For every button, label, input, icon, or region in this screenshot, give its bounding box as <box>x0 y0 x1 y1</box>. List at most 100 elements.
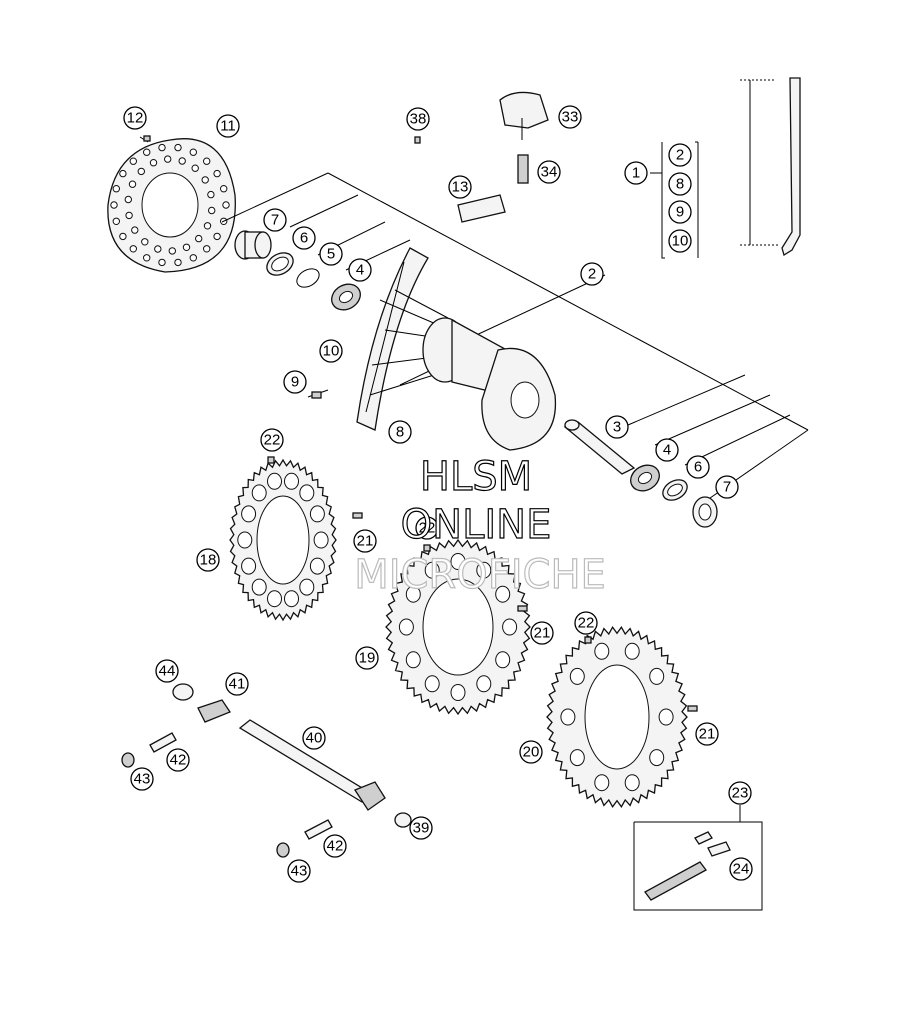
svg-text:4: 4 <box>663 442 671 459</box>
watermark-line-1: HLSM <box>420 454 532 500</box>
callout-4-right: 4 <box>655 438 679 462</box>
svg-text:7: 7 <box>271 212 279 229</box>
callout-21-a: 21 <box>353 529 377 553</box>
callout-8-set: 8 <box>668 172 692 196</box>
sprocket-18-part <box>229 458 337 622</box>
callout-24: 24 <box>729 857 753 881</box>
svg-text:21: 21 <box>357 533 374 550</box>
svg-text:42: 42 <box>327 838 344 855</box>
svg-text:41: 41 <box>229 676 246 693</box>
svg-text:2: 2 <box>588 266 596 283</box>
svg-text:8: 8 <box>676 176 684 193</box>
callout-22-b: 22 <box>415 516 439 540</box>
chain-adjuster-part <box>172 683 231 723</box>
svg-text:44: 44 <box>159 663 176 680</box>
callout-22-a: 22 <box>260 428 284 452</box>
svg-text:38: 38 <box>410 111 427 128</box>
svg-text:1: 1 <box>632 165 640 182</box>
assembly-lines <box>221 172 809 506</box>
left-circlip-part <box>296 268 320 288</box>
svg-text:18: 18 <box>200 552 217 569</box>
left-spacer-part <box>234 230 272 260</box>
rim-part <box>356 247 429 431</box>
callout-41: 41 <box>225 672 249 696</box>
svg-text:42: 42 <box>170 752 187 769</box>
sprocket-bolts-part <box>267 456 698 712</box>
svg-text:6: 6 <box>694 459 702 476</box>
svg-text:39: 39 <box>413 820 430 837</box>
callout-19: 19 <box>355 646 379 670</box>
svg-text:4: 4 <box>356 262 364 279</box>
callout-8-spoke: 8 <box>388 420 412 444</box>
watermark: HLSM ONLINE MICROFICHE <box>354 453 607 598</box>
svg-text:33: 33 <box>562 109 579 126</box>
callout-2-hub: 2 <box>580 262 604 286</box>
callout-38: 38 <box>406 107 430 131</box>
callout-42-b: 42 <box>323 834 347 858</box>
watermark-line-2: ONLINE <box>401 502 552 548</box>
left-bearing-part <box>331 283 361 311</box>
svg-text:19: 19 <box>359 650 376 667</box>
svg-text:22: 22 <box>419 520 436 537</box>
callout-1: 1 <box>624 161 648 185</box>
callout-34: 34 <box>537 160 561 184</box>
callout-43-a: 43 <box>130 767 154 791</box>
callout-22-c: 22 <box>574 611 598 635</box>
valve-cap-part <box>414 91 549 184</box>
callout-18: 18 <box>196 548 220 572</box>
svg-text:21: 21 <box>534 625 551 642</box>
svg-text:10: 10 <box>323 343 340 360</box>
axle-part <box>238 719 412 828</box>
callout-9-nipple: 9 <box>283 370 307 394</box>
adjuster-springs-part <box>121 732 333 858</box>
callout-4-left: 4 <box>348 258 372 282</box>
svg-text:43: 43 <box>134 771 151 788</box>
svg-text:6: 6 <box>300 230 308 247</box>
sprocket-19-part <box>385 538 531 716</box>
callout-3: 3 <box>605 415 629 439</box>
callout-33: 33 <box>558 105 582 129</box>
sprocket-20-part <box>546 625 688 809</box>
left-seal-part <box>266 252 294 276</box>
callout-23: 23 <box>728 781 752 805</box>
callout-10-rim: 10 <box>319 339 343 363</box>
svg-text:24: 24 <box>733 861 750 878</box>
svg-text:7: 7 <box>723 479 731 496</box>
callout-21-c: 21 <box>695 722 719 746</box>
hub-part <box>422 317 557 451</box>
callout-20: 20 <box>519 740 543 764</box>
callout-6-right: 6 <box>686 455 710 479</box>
callout-21-b: 21 <box>530 621 554 645</box>
callout-39: 39 <box>409 816 433 840</box>
svg-text:3: 3 <box>613 419 621 436</box>
svg-text:23: 23 <box>732 785 749 802</box>
svg-text:11: 11 <box>220 118 236 135</box>
callout-42-a: 42 <box>166 748 190 772</box>
right-spacer-part <box>692 496 718 528</box>
svg-text:10: 10 <box>672 233 689 250</box>
svg-text:34: 34 <box>541 164 558 181</box>
spoke-set-bracket <box>650 141 699 259</box>
svg-text:40: 40 <box>306 730 323 747</box>
svg-text:22: 22 <box>578 615 595 632</box>
right-axle-sleeve-part <box>563 419 636 475</box>
svg-text:2: 2 <box>676 147 684 164</box>
brake-disc-part <box>107 138 236 273</box>
svg-text:21: 21 <box>699 726 716 743</box>
svg-text:13: 13 <box>452 179 469 196</box>
callout-44: 44 <box>155 659 179 683</box>
chain-box <box>633 805 763 911</box>
callout-11: 11 <box>216 114 240 138</box>
right-seal-part <box>662 479 688 501</box>
svg-text:12: 12 <box>127 110 144 127</box>
svg-text:8: 8 <box>396 424 404 441</box>
callout-43-b: 43 <box>287 859 311 883</box>
svg-text:22: 22 <box>264 432 281 449</box>
svg-text:9: 9 <box>676 204 684 221</box>
svg-text:9: 9 <box>291 374 299 391</box>
callout-6-left: 6 <box>292 226 316 250</box>
svg-text:5: 5 <box>327 246 335 263</box>
nipple-part <box>307 389 329 399</box>
svg-text:43: 43 <box>291 863 308 880</box>
spoke-part <box>740 77 801 257</box>
